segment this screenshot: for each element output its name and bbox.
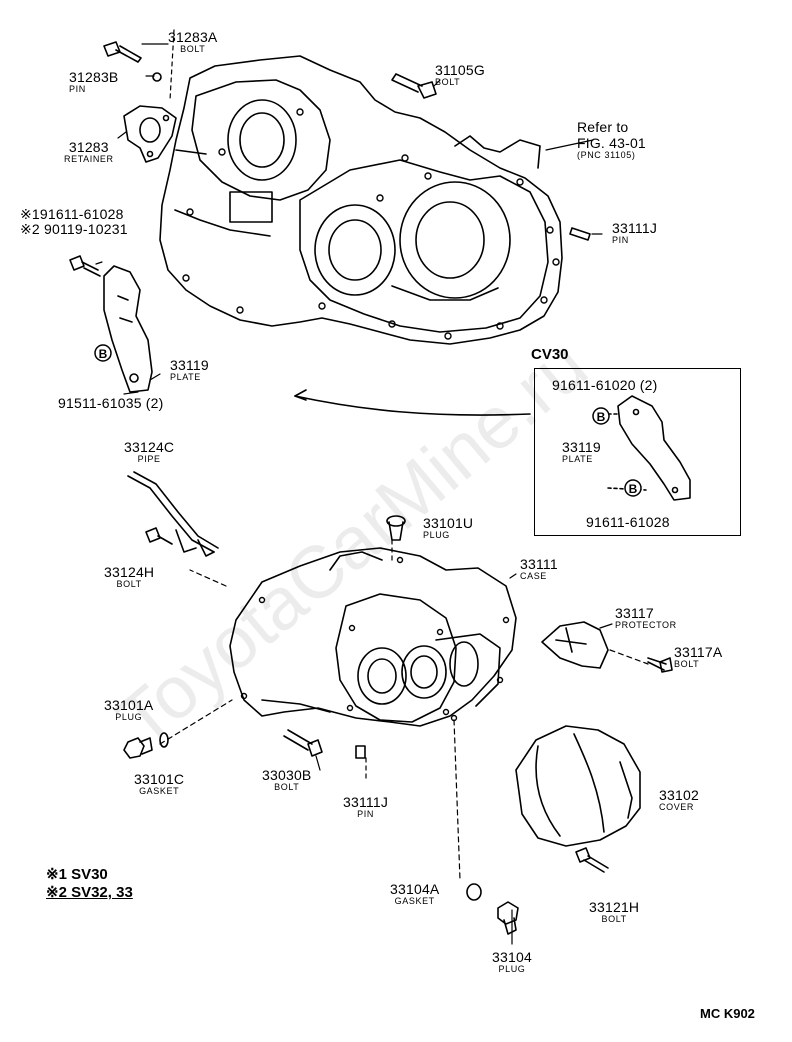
- label-33124c: 33124C PIPE: [124, 439, 175, 464]
- bolt-31105g-drawing: [391, 73, 437, 99]
- badge-b-icon: B: [592, 407, 610, 425]
- bolt-plate-drawing: [69, 255, 101, 277]
- gasket-33104a-drawing: [466, 883, 482, 901]
- plate-33119-drawing: [103, 265, 153, 393]
- refer-to-note: Refer to FIG. 43-01 (PNC 31105): [577, 119, 646, 160]
- cv30-title: CV30: [531, 346, 569, 363]
- label-cv30-91611a: 91611-61020 (2): [552, 377, 658, 393]
- label-33119: 33119 PLATE: [170, 357, 209, 382]
- label-alt1: ※191611-61028: [20, 206, 124, 222]
- label-33117a: 33117A BOLT: [674, 644, 723, 669]
- label-33104a: 33104A GASKET: [390, 881, 440, 906]
- plug-33101a-drawing: [123, 737, 153, 759]
- svg-text:B: B: [99, 347, 108, 361]
- label-33121h: 33121H BOLT: [589, 899, 640, 924]
- bolt-33121h-drawing: [575, 847, 609, 873]
- badge-b-icon: B: [624, 479, 642, 497]
- label-33030b: 33030B BOLT: [262, 767, 312, 792]
- pin-33111j-bottom-drawing: [355, 745, 366, 759]
- legend-line-2: ※2 SV32, 33: [46, 884, 133, 901]
- figure-code: MC K902: [700, 1006, 755, 1021]
- case-33111-drawing: [229, 547, 517, 727]
- label-alt2: ※2 90119-10231: [20, 221, 128, 237]
- badge-b-icon: B: [94, 344, 112, 362]
- label-33111: 33111 CASE: [520, 556, 558, 581]
- transmission-housing-drawing: [159, 55, 563, 345]
- bolt-31283a-drawing: [103, 41, 142, 63]
- svg-text:B: B: [629, 482, 638, 496]
- reference-arrow-drawing: [294, 389, 531, 416]
- gasket-33101c-drawing: [159, 732, 169, 748]
- legend-line-1: ※1 SV30: [46, 866, 108, 883]
- cover-33102-drawing: [515, 725, 641, 847]
- model-legend: ※1 SV30 ※2 SV32, 33: [46, 866, 133, 902]
- pin-31283b-drawing: [152, 72, 162, 82]
- plug-33101u-drawing: [386, 515, 406, 541]
- pin-33111j-top-drawing: [569, 227, 591, 241]
- label-31283: 31283 RETAINER: [64, 139, 114, 164]
- bolt-33124h-drawing: [145, 527, 173, 545]
- retainer-31283-drawing: [123, 105, 177, 163]
- label-cv30-91611b: 91611-61028: [586, 514, 670, 530]
- label-33102: 33102 COVER: [659, 787, 699, 812]
- label-33111j-bottom: 33111J PIN: [343, 794, 389, 819]
- label-91511: 91511-61035 (2): [58, 395, 164, 411]
- bolt-33030b-drawing: [283, 729, 323, 757]
- protector-33117-drawing: [541, 621, 609, 669]
- label-31283b: 31283B PIN: [69, 69, 119, 94]
- label-31283a: 31283A BOLT: [168, 29, 218, 54]
- label-33104: 33104 PLUG: [492, 949, 532, 974]
- label-31105g: 31105G BOLT: [435, 62, 485, 87]
- label-33117: 33117 PROTECTOR: [615, 605, 677, 630]
- label-33124h: 33124H BOLT: [104, 564, 155, 589]
- label-33101u: 33101U PLUG: [423, 515, 474, 540]
- cv30-inset: [534, 368, 741, 536]
- leader-lines: [95, 29, 649, 945]
- label-33101a: 33101A PLUG: [104, 697, 154, 722]
- bolt-33117a-drawing: [647, 657, 673, 673]
- label-33101c: 33101C GASKET: [134, 771, 185, 796]
- pipe-33124c-drawing: [127, 471, 219, 557]
- label-cv30-33119: 33119 PLATE: [562, 439, 601, 464]
- svg-text:B: B: [597, 410, 606, 424]
- label-33111j-top: 33111J PIN: [612, 220, 658, 245]
